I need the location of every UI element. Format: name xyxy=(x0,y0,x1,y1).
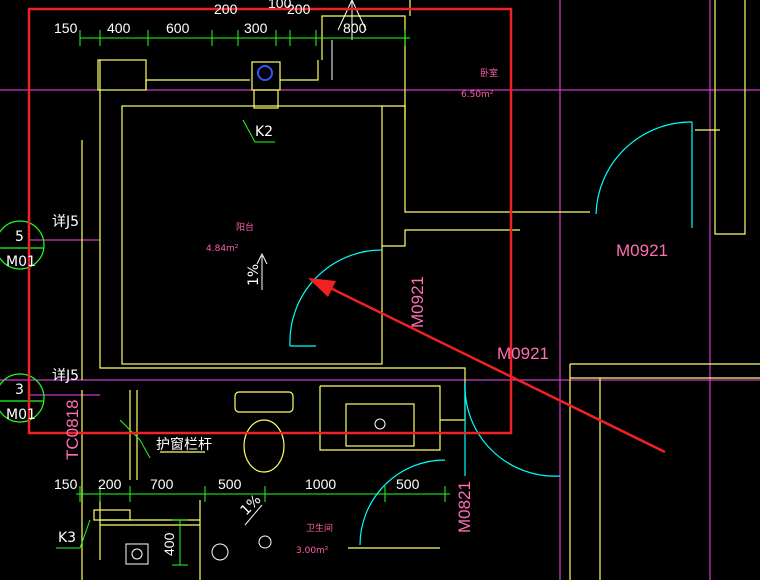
top-dim-3: 200 xyxy=(214,1,238,17)
k3-label: K3 xyxy=(58,530,76,546)
guard-rail-label: 护窗栏杆 xyxy=(156,436,212,453)
k2-label: K2 xyxy=(255,124,273,140)
bubble-3-number: 3 xyxy=(15,382,24,398)
bottom-dim-1: 200 xyxy=(98,476,122,492)
bedroom-name: 卧室 xyxy=(480,67,498,79)
leader-lines xyxy=(56,119,275,549)
bathroom-area: 3.00m² xyxy=(296,546,329,556)
stair-symbol xyxy=(331,0,367,80)
door-tag-corridor: M0921 xyxy=(497,344,549,363)
door-tag-bathroom: M0821 xyxy=(455,481,474,533)
door-swings xyxy=(289,121,693,546)
detail-bubbles xyxy=(0,220,45,423)
balcony-area: 4.84m² xyxy=(206,244,239,254)
highlight-box xyxy=(27,7,513,435)
top-dim-2: 600 xyxy=(166,20,190,36)
bathroom-name: 卫生间 xyxy=(306,522,333,534)
top-dim-5: 100 xyxy=(268,0,292,11)
bottom-dim-3: 500 xyxy=(218,476,242,492)
top-dim-1: 400 xyxy=(107,20,131,36)
bottom-dim-4: 1000 xyxy=(305,476,336,492)
balcony-name: 阳台 xyxy=(236,221,254,233)
detail-j5-label-b: 详J5 xyxy=(52,368,79,384)
door-tag-bedroom: M0921 xyxy=(616,241,668,260)
highlight-arrow xyxy=(308,278,666,454)
bedroom-area: 6.50m² xyxy=(461,90,494,100)
detail-j5-label-a: 详J5 xyxy=(52,214,79,230)
top-dim-4: 300 xyxy=(244,20,268,36)
top-dim-7: 800 xyxy=(343,20,367,36)
fixtures xyxy=(125,65,386,565)
door-tag-balcony: M0921 xyxy=(408,276,427,328)
bubble-5-number: 5 xyxy=(15,229,24,245)
slope-arrows xyxy=(244,252,268,526)
bubble-5-ref: M01 xyxy=(6,254,36,270)
bubble-3-ref: M01 xyxy=(6,407,36,423)
bottom-dim-5: 500 xyxy=(396,476,420,492)
vertical-dim-0: 400 xyxy=(161,532,177,556)
window-tag: TC0818 xyxy=(63,400,82,460)
bottom-dim-2: 700 xyxy=(150,476,174,492)
bath-slope: 1% xyxy=(238,492,265,519)
bottom-dim-0: 150 xyxy=(54,476,78,492)
top-dim-6: 200 xyxy=(287,1,311,17)
balcony-slope: 1% xyxy=(246,264,262,286)
top-dim-0: 150 xyxy=(54,20,78,36)
dimension-lines xyxy=(76,30,450,566)
